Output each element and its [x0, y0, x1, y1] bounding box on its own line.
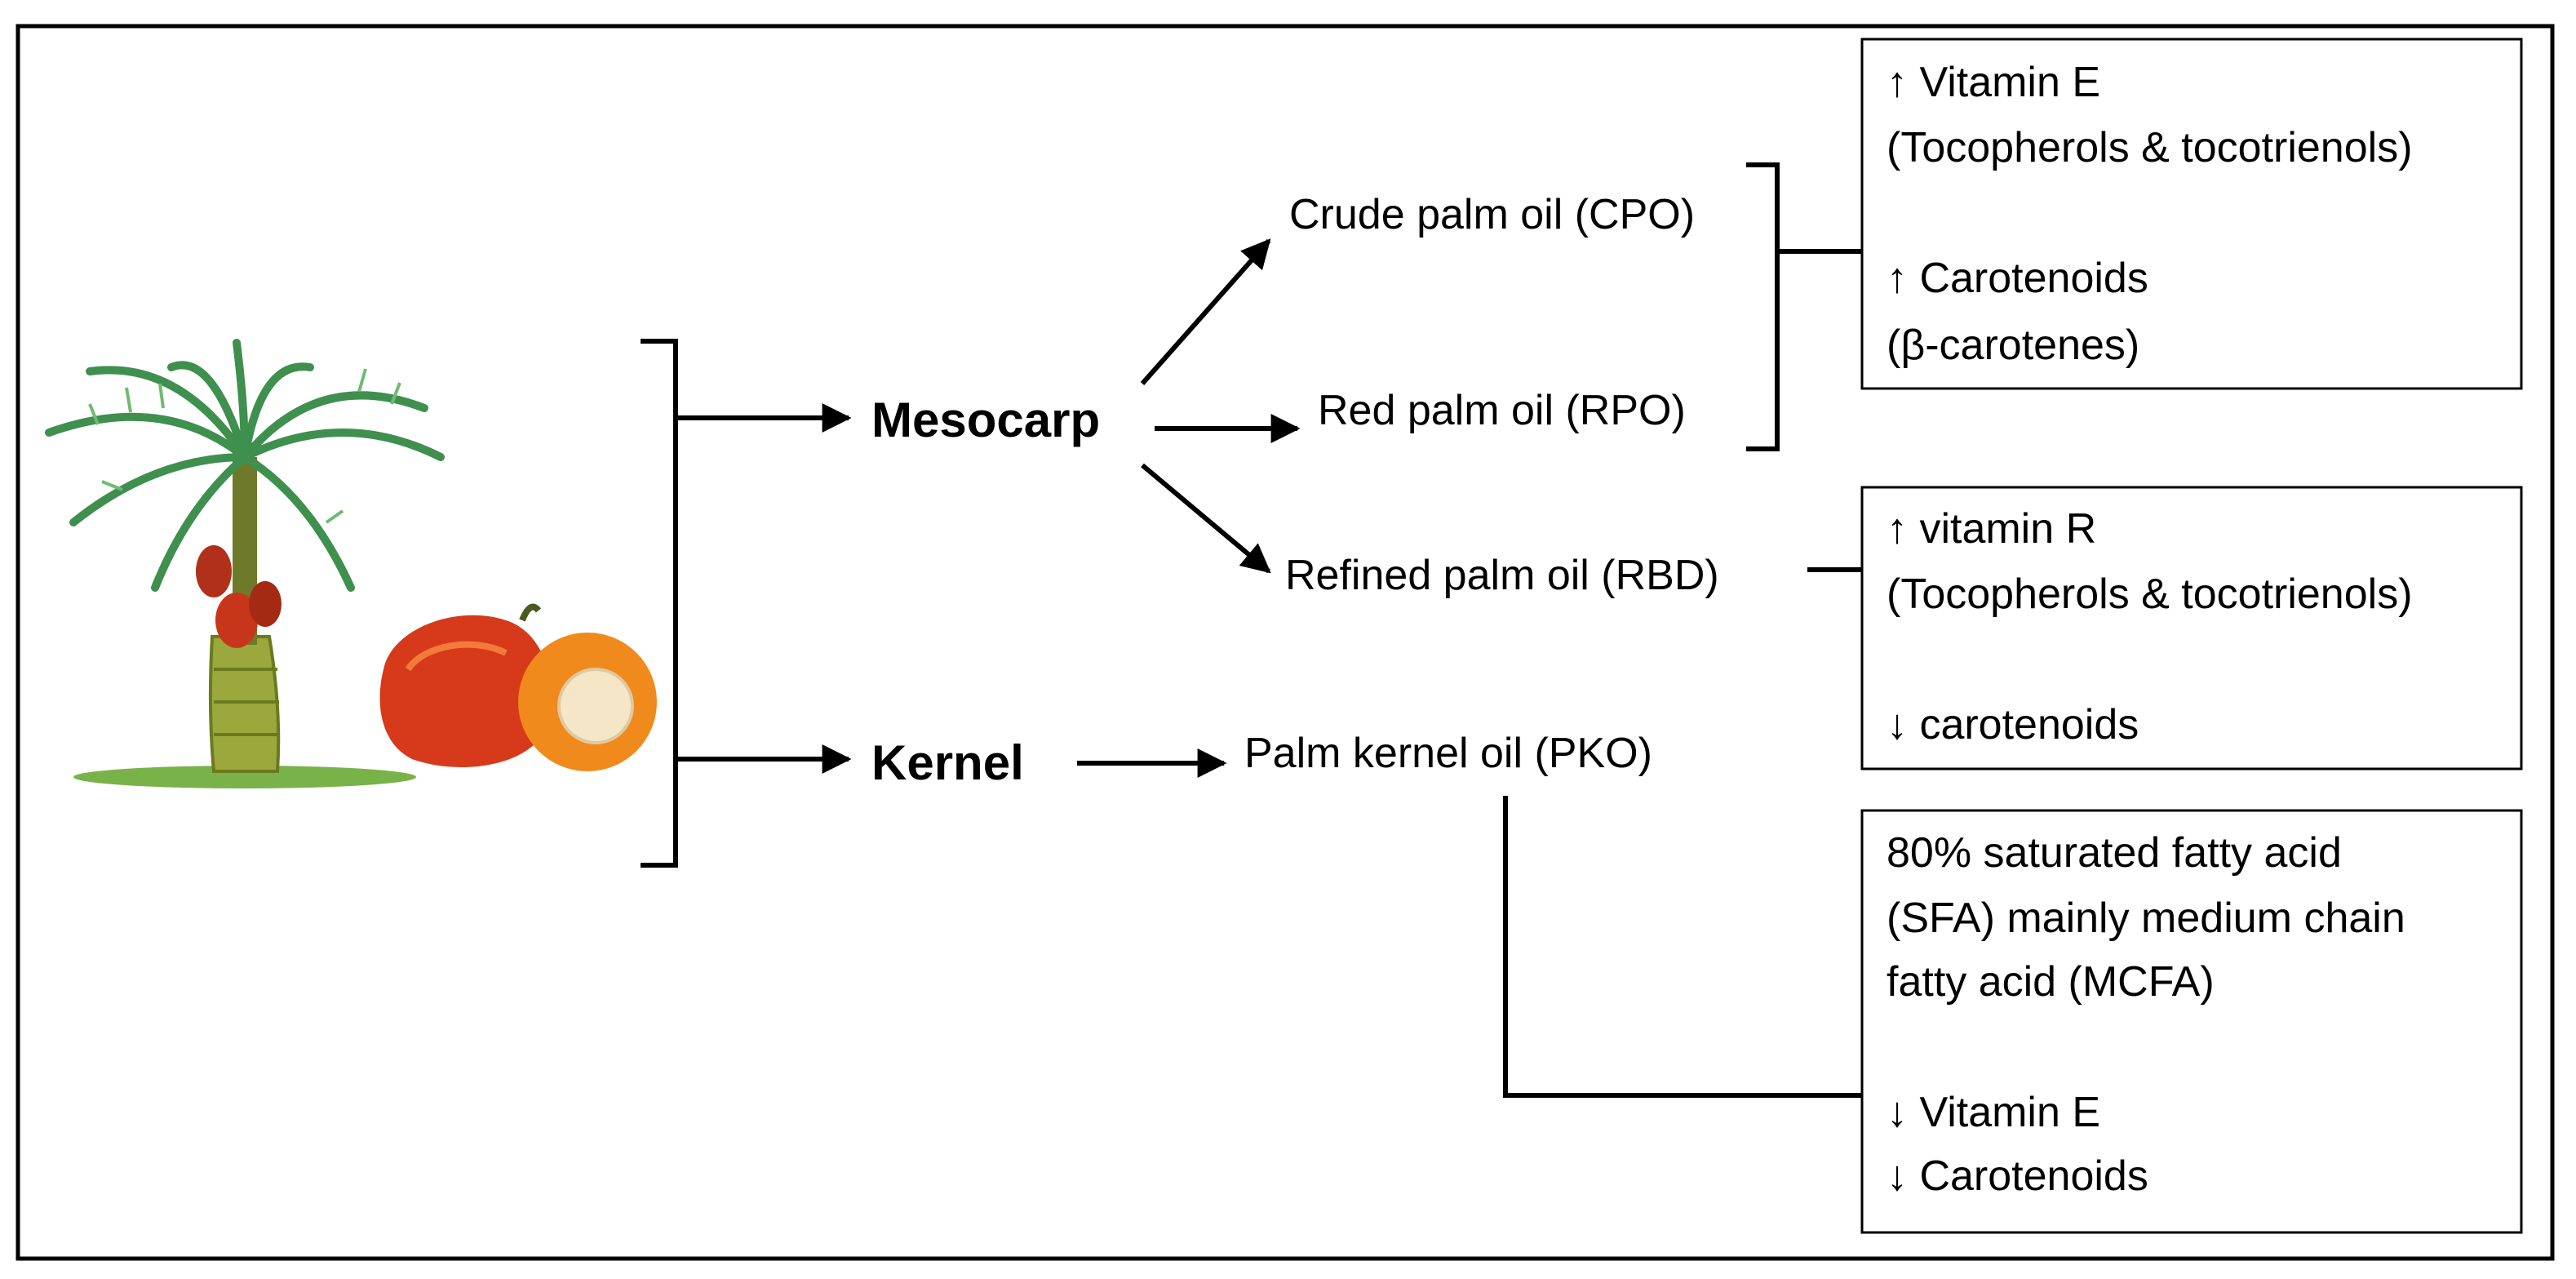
box2-line2: (Tocopherols & tocotrienols) — [1887, 571, 2413, 618]
palm-tree-icon — [45, 339, 445, 788]
pko-label: Palm kernel oil (PKO) — [1244, 730, 1652, 777]
info-box-rbd — [1860, 486, 2523, 771]
cpo-rpo-bracket — [1746, 162, 1780, 451]
outer-frame — [16, 24, 2555, 1261]
box3-line3: fatty acid (MCFA) — [1887, 958, 2215, 1006]
mesocarp-label: Mesocarp — [871, 393, 1100, 447]
box1-line3: ↑ Carotenoids — [1887, 255, 2148, 302]
arrow-to-rbd — [1141, 463, 1271, 574]
arrow-to-cpo — [1140, 238, 1271, 385]
box2-line1: ↑ vitamin R — [1887, 505, 2096, 553]
info-box-cpo-rpo — [1860, 38, 2523, 390]
box1-line4: (β-carotenes) — [1887, 322, 2139, 369]
box3-line2: (SFA) mainly medium chain — [1887, 895, 2405, 942]
info-box-pko — [1860, 809, 2523, 1234]
cpo-label: Crude palm oil (CPO) — [1289, 191, 1695, 238]
rbd-label: Refined palm oil (RBD) — [1285, 552, 1719, 599]
box3-line4: ↓ Vitamin E — [1887, 1089, 2100, 1136]
source-bracket — [641, 339, 678, 868]
box3-line5: ↓ Carotenoids — [1887, 1152, 2148, 1200]
box1-line2: (Tocopherols & tocotrienols) — [1887, 124, 2413, 171]
connector-box3 — [1503, 796, 1862, 1098]
rpo-label: Red palm oil (RPO) — [1318, 387, 1686, 434]
box1-line1: ↑ Vitamin E — [1887, 59, 2100, 106]
kernel-label: Kernel — [871, 735, 1024, 790]
box3-line1: 80% saturated fatty acid — [1887, 829, 2342, 877]
box2-line3: ↓ carotenoids — [1887, 701, 2139, 748]
palm-fruit-icon — [379, 603, 657, 771]
